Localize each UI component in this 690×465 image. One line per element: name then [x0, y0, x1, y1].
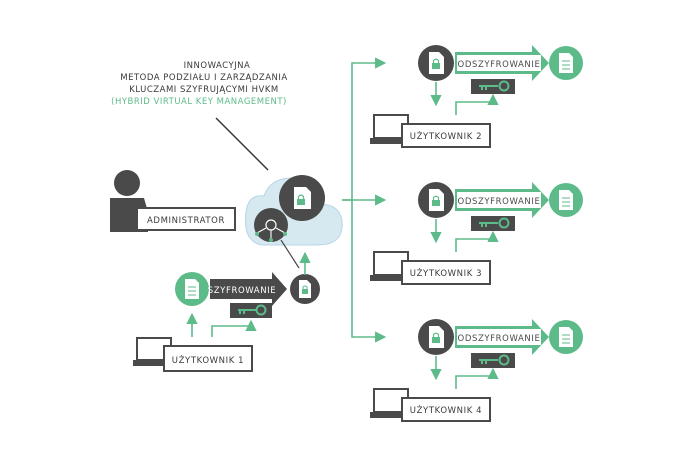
document-icon — [175, 272, 209, 306]
locked-document-icon — [418, 182, 454, 218]
key-arrow — [211, 319, 257, 337]
admin-label: ADMINISTRATOR — [147, 216, 225, 226]
locked-document-icon — [418, 45, 454, 81]
document-icon — [549, 183, 583, 217]
decrypt-action-label: ODSZYFROWANIE — [458, 60, 541, 70]
recipient-label-box: UŻYTKOWNIK 2 — [401, 123, 491, 148]
encrypt-action-arrow: SZYFROWANIE — [208, 272, 287, 306]
recipient-label-box: UŻYTKOWNIK 3 — [401, 260, 491, 285]
laptop-icon — [133, 337, 175, 366]
recipient-group-user4: ODSZYFROWANIE UŻYTKOWNIK 4 — [370, 319, 583, 422]
recipient-label: UŻYTKOWNIK 4 — [410, 405, 482, 416]
locked-document-icon — [279, 175, 325, 221]
key-ring-icon — [254, 208, 288, 242]
distribution-arrow-user4 — [351, 200, 387, 343]
recipient-label-box: UŻYTKOWNIK 4 — [401, 397, 491, 422]
recipient-label: UŻYTKOWNIK 3 — [410, 268, 482, 279]
decrypt-action-label: ODSZYFROWANIE — [458, 197, 541, 207]
title-line-3: KLUCZAMI SZYFRUJĄCYMI HVKM — [129, 85, 278, 95]
decrypt-action-label: ODSZYFROWANIE — [458, 334, 541, 344]
title-pointer-line — [215, 117, 269, 171]
key-icon — [471, 353, 515, 368]
key-icon — [471, 216, 515, 231]
document-icon — [549, 320, 583, 354]
document-icon — [549, 46, 583, 80]
decrypt-action-arrow: ODSZYFROWANIE — [455, 45, 549, 81]
keyring-connector — [280, 239, 300, 269]
decrypt-action-arrow: ODSZYFROWANIE — [455, 182, 549, 218]
sender-label: UŻYTKOWNIK 1 — [172, 355, 244, 366]
title-line-2: METODA PODZIAŁU I ZARZĄDZANIA — [120, 73, 287, 83]
key-icon — [230, 303, 272, 318]
diagram-title: INNOWACYJNA METODA PODZIAŁU I ZARZĄDZANI… — [111, 61, 287, 107]
recipient-group-user2: ODSZYFROWANIE UŻYTKOWNIK 2 — [370, 45, 583, 148]
admin-label-box: ADMINISTRATOR — [136, 207, 236, 231]
locked-document-icon — [418, 319, 454, 355]
title-line-4: (HYBRID VIRTUAL KEY MANAGEMENT) — [111, 97, 287, 107]
title-line-1: INNOWACYJNA — [184, 61, 251, 71]
sender-label-box: UŻYTKOWNIK 1 — [163, 345, 253, 372]
encrypt-action-label: SZYFROWANIE — [208, 286, 277, 296]
recipient-label: UŻYTKOWNIK 2 — [410, 131, 482, 142]
recipient-group-user3: ODSZYFROWANIE UŻYTKOWNIK 3 — [370, 182, 583, 285]
locked-document-icon — [290, 274, 320, 304]
decrypt-action-arrow: ODSZYFROWANIE — [455, 319, 549, 355]
key-icon — [471, 79, 515, 94]
